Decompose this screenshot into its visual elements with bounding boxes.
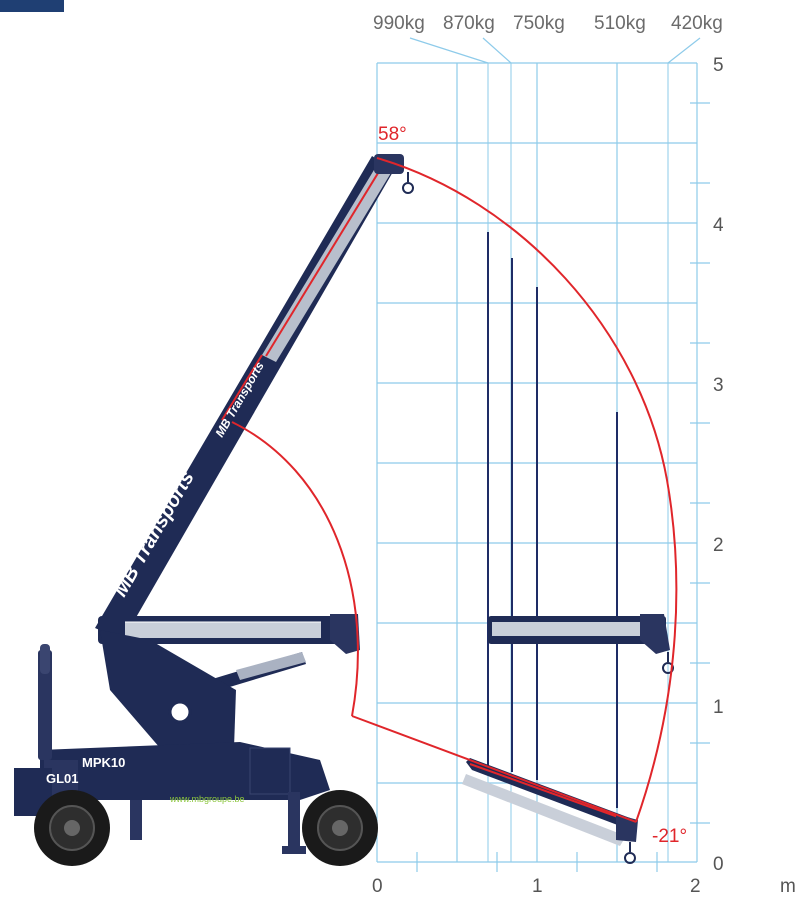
boom-lowered [462,758,638,846]
y-tick-3: 3 [713,375,724,396]
x-tick-1: 1 [532,876,543,896]
grid [376,37,710,872]
load-label-870kg: 870kg [443,13,495,34]
unit-code-label: GL01 [46,771,79,786]
hook-lowered-icon [624,842,636,864]
hook-raised-icon [402,172,414,194]
x-tick-0: 0 [372,876,383,896]
y-tick-1: 1 [713,697,724,718]
load-label-750kg: 750kg [513,13,565,34]
working-envelope [231,157,678,823]
boom-raised [95,154,404,640]
load-label-990kg: 990kg [373,13,425,34]
crane-body [14,630,378,866]
max-angle-label: 58° [378,124,407,145]
load-lines [487,232,618,808]
x-tick-2: 2 [690,876,701,896]
y-tick-5: 5 [713,55,724,76]
boom-horizontal-extended [488,614,670,654]
load-label-510kg: 510kg [594,13,646,34]
model-label: MPK10 [82,755,125,770]
load-label-420kg: 420kg [671,13,723,34]
y-tick-2: 2 [713,535,724,556]
x-unit-label: m [780,876,796,896]
website-label: www.mbgroupe.be [169,794,245,804]
y-tick-4: 4 [713,215,724,236]
boom-horizontal [98,614,360,654]
hook-horizontal-icon [662,652,674,674]
min-angle-label: -21° [652,826,687,847]
corner-block [0,0,64,12]
y-tick-0: 0 [713,854,724,875]
